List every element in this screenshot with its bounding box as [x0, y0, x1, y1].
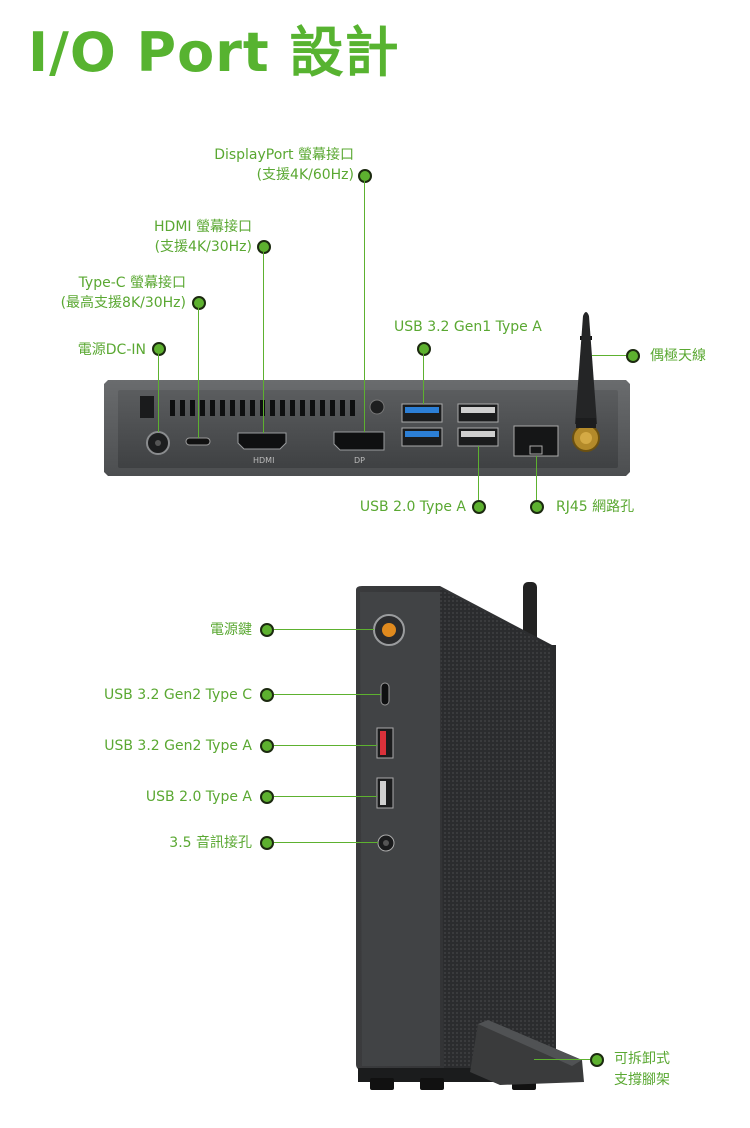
displayport-label-line1: DisplayPort 螢幕接口	[214, 147, 354, 163]
typec-callout-dot	[192, 296, 206, 310]
displayport-callout-line	[364, 181, 365, 432]
hdmi-label-line2: (支援4K/30Hz)	[154, 239, 252, 255]
rj45-label: RJ45 網路孔	[556, 499, 635, 515]
silk-dp: DP	[354, 456, 365, 465]
usb20-callout-dot	[472, 500, 486, 514]
antenna-label: 偶極天線	[650, 348, 706, 364]
power-button-callout-line	[274, 629, 374, 630]
rj45-callout-line	[536, 456, 537, 502]
rear-chassis	[104, 380, 630, 476]
hdmi-callout-line	[263, 252, 264, 433]
rj45-callout-dot	[530, 500, 544, 514]
displayport-label-line2: (支援4K/60Hz)	[256, 167, 354, 183]
displayport-callout-dot	[358, 169, 372, 183]
silk-hdmi: HDMI	[253, 456, 275, 465]
usb32gen2-typec-callout-dot	[260, 688, 274, 702]
stand-callout-dot	[590, 1053, 604, 1067]
power-button-callout-dot	[260, 623, 274, 637]
typec-label-line2: (最高支援8K/30Hz)	[60, 295, 186, 311]
usb20-typea-front-label: USB 2.0 Type A	[145, 789, 252, 805]
usb32gen2-typea-callout-line	[274, 745, 377, 746]
usb20-callout-line	[478, 446, 479, 502]
antenna-callout-line	[592, 355, 626, 356]
usb32gen2-typea-callout-dot	[260, 739, 274, 753]
usb20-typea-front-callout-dot	[260, 790, 274, 804]
vent-slots	[170, 400, 355, 416]
typec-label-line1: Type-C 螢幕接口	[78, 275, 186, 291]
stand-label-line2: 支撐腳架	[614, 1072, 670, 1088]
typec-callout-line	[198, 308, 199, 438]
usb20-label: USB 2.0 Type A	[359, 499, 466, 515]
usb32gen2-typec-callout-line	[274, 694, 381, 695]
antenna-callout-dot	[626, 349, 640, 363]
dcin-label: 電源DC-IN	[77, 342, 146, 358]
dcin-callout-line	[158, 354, 159, 432]
usb32gen1-callout-line	[423, 354, 424, 404]
page-title: I/O Port 設計	[28, 21, 400, 84]
audio-jack-callout-dot	[260, 836, 274, 850]
usb32gen1-label: USB 3.2 Gen1 Type A	[394, 319, 542, 335]
usb32gen1-callout-dot	[417, 342, 431, 356]
power-button-label: 電源鍵	[210, 622, 252, 638]
usb32gen2-typec-label: USB 3.2 Gen2 Type C	[104, 687, 252, 703]
dcin-callout-dot	[152, 342, 166, 356]
tower-chassis	[356, 582, 584, 1090]
antenna-illustration	[575, 312, 597, 428]
hdmi-callout-dot	[257, 240, 271, 254]
stand-callout-line	[534, 1059, 590, 1060]
audio-jack-callout-line	[274, 842, 378, 843]
stand-label-line1: 可拆卸式	[614, 1051, 670, 1067]
usb32gen2-typea-label: USB 3.2 Gen2 Type A	[104, 738, 252, 754]
hdmi-label-line1: HDMI 螢幕接口	[154, 219, 252, 235]
usb20-typea-front-callout-line	[274, 796, 377, 797]
audio-jack-label: 3.5 音訊接孔	[169, 835, 252, 851]
